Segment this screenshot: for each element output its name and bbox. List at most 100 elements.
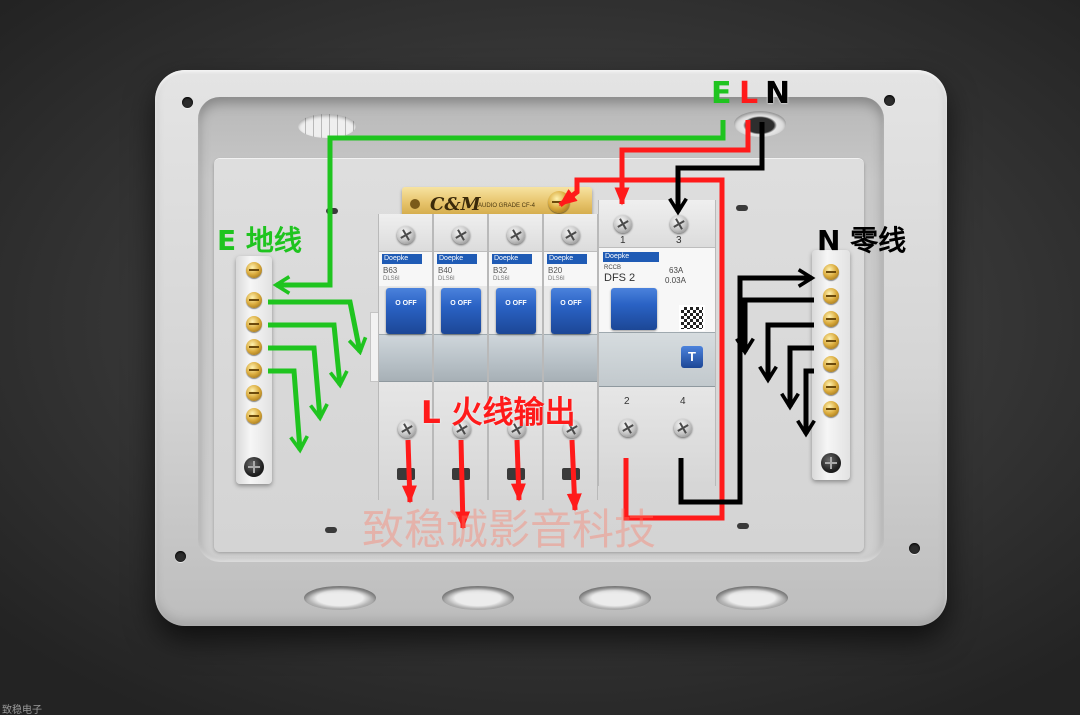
- rccb-brand: Doepke: [603, 252, 659, 262]
- plate-text: AUDIO GRADE CF-4: [478, 203, 536, 209]
- earth-bar-annotation: E 地线: [217, 224, 302, 257]
- mcb-brand: Doepke: [437, 254, 477, 264]
- brass-screw: [823, 311, 839, 327]
- terminal-screw: [508, 420, 526, 438]
- mcb-breaker: Doepke B20 DLS6I O OFF: [543, 214, 598, 500]
- toggle-label: O OFF: [560, 300, 582, 307]
- rccb-residual-current: 0.03A: [665, 276, 686, 285]
- earth-wire-label: E: [711, 76, 732, 111]
- cable-knockout: [304, 586, 376, 610]
- din-clip-slot: [507, 468, 525, 480]
- mcb-brand: Doepke: [492, 254, 532, 264]
- plate-logo: C&M: [430, 194, 481, 215]
- toggle-label: O OFF: [395, 300, 417, 307]
- mcb-window: [379, 334, 432, 382]
- rccb-type: RCCB: [604, 265, 622, 271]
- terminal-screw: [398, 420, 416, 438]
- brass-screw: [823, 288, 839, 304]
- panel-slot: [325, 527, 337, 533]
- toggle-label: O OFF: [505, 300, 527, 307]
- terminal-number: 2: [624, 396, 630, 407]
- rccb-test-button: T: [681, 346, 703, 368]
- cable-knockout: [716, 586, 788, 610]
- rccb-model: DFS 2: [604, 272, 636, 284]
- brass-screw: [823, 401, 839, 417]
- rccb-bottom-housing: [599, 387, 715, 486]
- mcb-toggle: O OFF: [386, 288, 426, 334]
- mcb-breaker: Doepke B63 DLS6I O OFF: [378, 214, 433, 500]
- terminal-screw: [674, 419, 692, 437]
- cable-knockout: [442, 586, 514, 610]
- mounting-screw: [244, 457, 264, 477]
- terminal-screw: [619, 419, 637, 437]
- brass-screw: [246, 408, 262, 424]
- terminal-number: 3: [676, 235, 682, 246]
- earth-terminal-bar: [236, 256, 272, 484]
- neutral-bar-annotation: N 零线: [817, 224, 907, 257]
- terminal-screw: [614, 215, 632, 233]
- mcb-rating: B20: [548, 266, 563, 275]
- terminal-screw: [452, 226, 470, 244]
- mcb-toggle: O OFF: [496, 288, 536, 334]
- plate-hole: [410, 199, 420, 209]
- toggle-label: O OFF: [450, 300, 472, 307]
- panel-slot: [736, 205, 748, 211]
- mounting-hole: [182, 97, 193, 108]
- mcb-model: DLS6I: [493, 276, 510, 282]
- brass-screw: [823, 356, 839, 372]
- neutral-wire-label: N: [765, 76, 791, 111]
- mcb-toggle: O OFF: [551, 288, 591, 334]
- cable-entry-hole: [734, 111, 786, 137]
- terminal-screw: [453, 420, 471, 438]
- brass-screw: [246, 292, 262, 308]
- terminal-screw: [397, 226, 415, 244]
- mcb-model: DLS6I: [383, 276, 400, 282]
- plate-screw: [548, 191, 570, 213]
- terminal-number: 4: [680, 396, 686, 407]
- brass-screw: [823, 333, 839, 349]
- mcb-rating: B32: [493, 266, 508, 275]
- mcb-model: DLS6I: [548, 276, 565, 282]
- mcb-window: [544, 334, 597, 382]
- mcb-brand: Doepke: [547, 254, 587, 264]
- din-clip-slot: [397, 468, 415, 480]
- terminal-number: 1: [620, 235, 626, 246]
- mcb-window: [489, 334, 542, 382]
- mcb-rating: B63: [383, 266, 398, 275]
- mcb-breaker: Doepke B32 DLS6I O OFF: [488, 214, 543, 500]
- watermark: 致稳诚影音科技: [362, 505, 657, 554]
- mounting-hole: [909, 543, 920, 554]
- mounting-hole: [884, 95, 895, 106]
- brass-screw: [246, 385, 262, 401]
- brass-screw: [823, 264, 839, 280]
- brass-screw: [823, 379, 839, 395]
- mcb-brand: Doepke: [382, 254, 422, 264]
- live-output-annotation: L 火线输出: [421, 395, 576, 431]
- mcb-window: [434, 334, 487, 382]
- terminal-screw: [670, 215, 688, 233]
- brass-screw: [246, 262, 262, 278]
- mcb-rating: B40: [438, 266, 453, 275]
- panel-slot: [326, 208, 338, 214]
- panel-slot: [737, 523, 749, 529]
- rccb-toggle: [611, 288, 657, 330]
- din-clip-slot: [452, 468, 470, 480]
- brass-screw: [246, 362, 262, 378]
- mcb-model: DLS6I: [438, 276, 455, 282]
- mcb-toggle: O OFF: [441, 288, 481, 334]
- cable-knockout: [579, 586, 651, 610]
- mcb-bottom-housing: [379, 382, 432, 500]
- terminal-screw: [562, 226, 580, 244]
- terminal-screw: [507, 226, 525, 244]
- mounting-hole: [175, 551, 186, 562]
- din-clip-slot: [562, 468, 580, 480]
- rccb-rated-current: 63A: [669, 266, 684, 275]
- mounting-screw: [821, 453, 841, 473]
- qr-code: [679, 305, 705, 331]
- brass-screw: [246, 316, 262, 332]
- rccb-breaker: 1 3 Doepke RCCB DFS 2 63A 0.03A T 2 4: [598, 200, 716, 486]
- mcb-breaker: Doepke B40 DLS6I O OFF: [433, 214, 488, 500]
- neutral-terminal-bar: [812, 250, 850, 480]
- brass-screw: [246, 339, 262, 355]
